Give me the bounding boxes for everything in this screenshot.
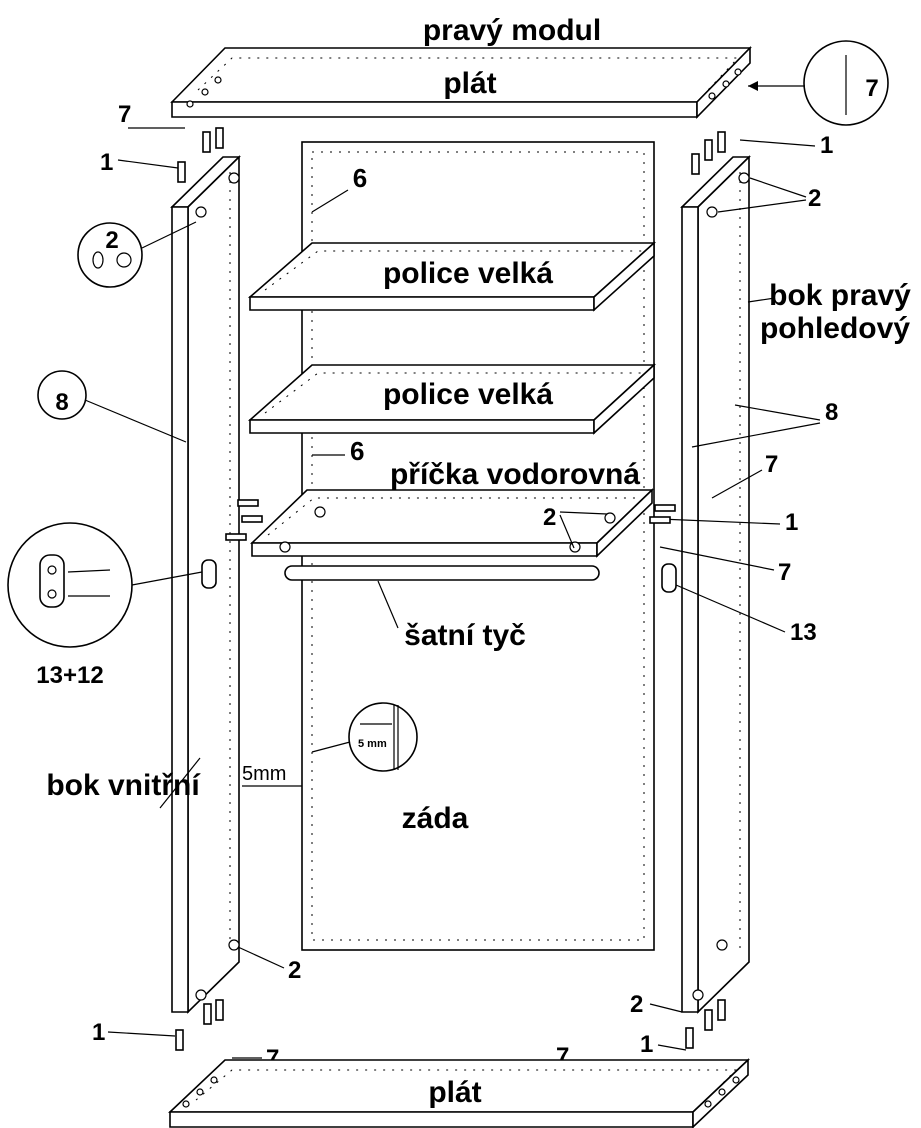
shelf-upper	[247, 241, 657, 312]
side-right-label-2: pohledový	[760, 312, 910, 345]
top-plate-label: plát	[443, 67, 496, 100]
detail-2-label: 2	[105, 227, 118, 254]
part-1-label-bl: 1	[92, 1019, 105, 1046]
top-plate	[170, 46, 752, 119]
detail-hanger	[7, 522, 133, 648]
shelf-lower	[247, 363, 657, 435]
part-8-label-right: 8	[825, 399, 838, 426]
part-1-label-tl: 1	[100, 149, 113, 176]
side-right-label-1: bok pravý	[769, 279, 911, 312]
bottom-plate	[167, 1058, 751, 1128]
shelf-lower-label: police velká	[383, 378, 553, 411]
part-7-label-mid2: 7	[778, 559, 791, 586]
part-6-label-top: 6	[353, 163, 367, 193]
side-right-panel	[680, 155, 751, 1014]
hanger-bracket-left	[201, 559, 217, 589]
fittings-left	[175, 127, 263, 1051]
shelf-upper-label: police velká	[383, 257, 553, 290]
bottom-plate-label: plát	[428, 1076, 481, 1109]
detail-8-label: 8	[55, 389, 68, 416]
part-1-label-mid: 1	[785, 509, 798, 536]
detail-cam-lock	[77, 222, 143, 288]
title-label: pravý modul	[423, 14, 601, 47]
divider-label: příčka vodorovná	[390, 458, 640, 491]
hanger-bracket-right	[661, 563, 677, 593]
back-label: záda	[402, 802, 469, 835]
divider	[250, 488, 654, 558]
part-1-label-tr: 1	[820, 132, 833, 159]
detail-pin-7	[803, 40, 889, 126]
part-2-label-mid: 2	[543, 504, 556, 531]
rod-label: šatní tyč	[404, 619, 526, 652]
fittings-right	[649, 131, 726, 1049]
detail-gap	[348, 702, 418, 772]
detail-gap-label: 5 mm	[358, 738, 387, 750]
gap-label: 5mm	[242, 763, 286, 785]
part-13-label: 13	[790, 619, 817, 646]
detail-7-label: 7	[865, 75, 878, 102]
part-2-label-br: 2	[630, 991, 643, 1018]
part-6-label-bottom: 6	[350, 436, 364, 466]
part-1-label-br: 1	[640, 1031, 653, 1058]
part-2-label-tr: 2	[808, 185, 821, 212]
detail-dowel-8	[37, 370, 87, 420]
side-inner-label: bok vnitřní	[46, 769, 201, 802]
part-2-label-bl: 2	[288, 957, 301, 984]
detail-13-12-label: 13+12	[36, 662, 103, 689]
clothes-rod	[284, 565, 600, 581]
part-7-label-tl: 7	[118, 101, 131, 128]
part-7-label-mid: 7	[765, 451, 778, 478]
